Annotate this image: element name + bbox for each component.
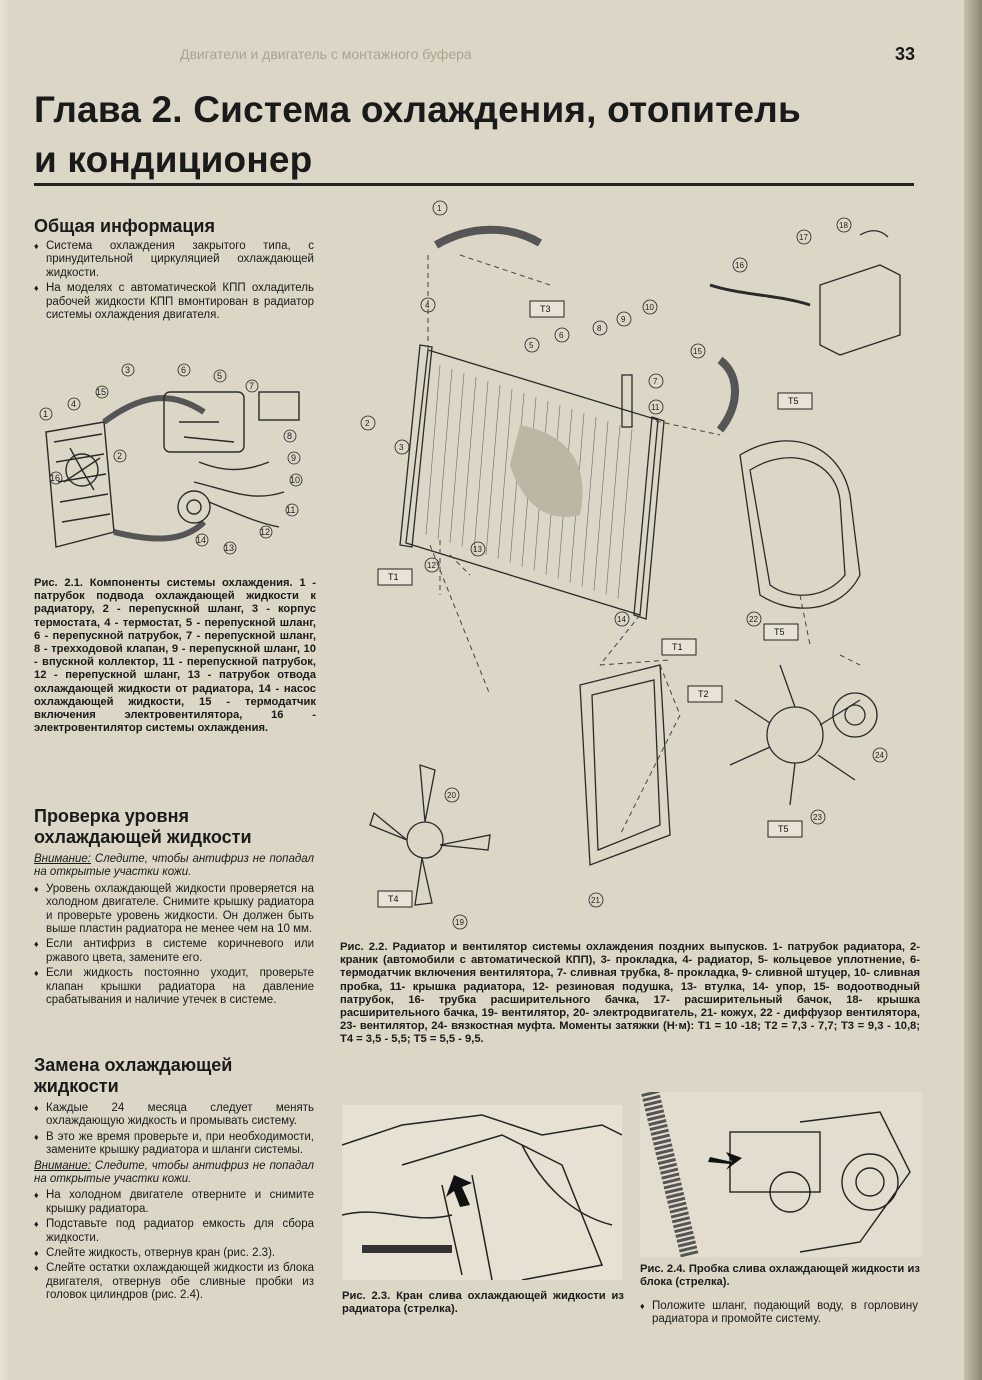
fig22-callout-22: 22 — [749, 615, 758, 624]
flush-bullet: Положите шланг, подающий воду, в горлови… — [640, 1300, 918, 1327]
chapter-title-line1: Глава 2. Система охлаждения, отопитель — [34, 89, 801, 130]
fig21-callout-13: 13 — [224, 543, 234, 553]
fig22-callout-23: 23 — [813, 813, 822, 822]
replace-bullet: Слейте остатки охлаждающей жидкости из б… — [34, 1262, 314, 1302]
replace-heading-line1: Замена охлаждающей — [34, 1055, 233, 1075]
check-bullet: Уровень охлаждающей жидкости проверяется… — [34, 883, 314, 937]
fig21-callout-9: 9 — [291, 453, 296, 463]
flush-instruction: Положите шланг, подающий воду, в горлови… — [640, 1300, 918, 1329]
torque-tag-T2: T2 — [698, 689, 709, 699]
fig21-callout-16: 16 — [50, 473, 60, 483]
fig22-callout-6: 6 — [559, 331, 564, 340]
torque-tag-T4: T4 — [388, 894, 399, 904]
replace-bullet: На холодном двигателе отверните и снимит… — [34, 1189, 314, 1216]
torque-tag-T3: T3 — [540, 304, 551, 314]
running-header: Двигатели и двигатель с монтажного буфер… — [180, 46, 472, 62]
replace-body: Каждые 24 месяца следует менять охлаждаю… — [34, 1102, 314, 1305]
warning-text: Следите, чтобы антифриз не попадал на от… — [34, 853, 314, 879]
figure-2-3-caption: Рис. 2.3. Кран слива охлаждающей жидкост… — [342, 1290, 624, 1316]
replace-bullet: В это же время проверьте и, при необходи… — [34, 1131, 314, 1158]
fig22-callout-17: 17 — [799, 233, 808, 242]
fig22-callout-3: 3 — [399, 443, 404, 452]
page-binding-shadow — [964, 0, 982, 1380]
replace-bullet: Каждые 24 месяца следует менять охлаждаю… — [34, 1102, 314, 1129]
fig22-callout-4: 4 — [425, 301, 430, 310]
page-left-edge — [0, 0, 10, 1380]
figure-2-4-caption: Рис. 2.4. Пробка слива охлаждающей жидко… — [640, 1263, 920, 1289]
fig22-callout-24: 24 — [875, 751, 884, 760]
figure-2-2-radiator-fan-exploded: T3 T1 T5 T1 T2 T5 T5 T4 1 2 3 4 5 6 7 8 … — [360, 200, 901, 930]
torque-tag-T1: T1 — [388, 572, 399, 582]
fig21-callout-15: 15 — [96, 387, 106, 397]
fig22-callout-21: 21 — [591, 896, 600, 905]
torque-tag-T5: T5 — [774, 627, 785, 637]
chapter-title-line2: и кондиционер — [34, 139, 313, 180]
torque-tag-T1: T1 — [672, 642, 683, 652]
fig21-callout-2: 2 — [117, 451, 122, 461]
check-body: Внимание: Следите, чтобы антифриз не поп… — [34, 853, 314, 1009]
general-bullet: На моделях с автоматической КПП охладите… — [34, 282, 314, 322]
general-heading: Общая информация — [34, 216, 215, 236]
general-bullet: Система охлаждения закрытого типа, с при… — [34, 240, 314, 280]
fig22-callout-18: 18 — [839, 221, 848, 230]
warning-text: Следите, чтобы антифриз не попадал на от… — [34, 1159, 314, 1186]
fig21-callout-8: 8 — [287, 431, 292, 441]
fig21-callout-11: 11 — [286, 505, 295, 515]
fig22-callout-19: 19 — [455, 918, 464, 927]
torque-tag-T5: T5 — [788, 396, 799, 406]
replace-heading-line2: жидкости — [34, 1076, 119, 1096]
fig22-callout-9: 9 — [621, 315, 626, 324]
fig22-callout-15: 15 — [693, 347, 702, 356]
check-warning: Внимание: Следите, чтобы антифриз не поп… — [34, 853, 314, 880]
fig22-callout-5: 5 — [529, 341, 534, 350]
fig22-callout-12: 12 — [427, 561, 436, 570]
replace-bullet: Подставьте под радиатор емкость для сбор… — [34, 1218, 314, 1245]
fig21-callout-7: 7 — [249, 381, 254, 391]
check-bullet: Если жидкость постоянно уходит, проверьт… — [34, 967, 314, 1007]
fig22-callout-20: 20 — [447, 791, 456, 800]
fig21-callout-1: 1 — [43, 409, 48, 419]
radiator-shape — [45, 421, 115, 548]
general-body: Система охлаждения закрытого типа, с при… — [34, 240, 314, 324]
figure-2-4-block-drain-photo — [640, 1092, 922, 1257]
check-bullet: Если антифриз в системе коричневого или … — [34, 938, 314, 965]
check-heading-line2: охлаждающей жидкости — [34, 827, 252, 847]
replace-warning: Внимание: Следите, чтобы антифриз не поп… — [34, 1160, 314, 1187]
fig21-callout-4: 4 — [71, 399, 76, 409]
fig21-callout-6: 6 — [181, 365, 186, 375]
fig22-callout-14: 14 — [617, 615, 626, 624]
fig22-callout-11: 11 — [651, 403, 660, 412]
figure-2-3-radiator-drain-photo — [342, 1105, 622, 1280]
figure-2-1-caption: Рис. 2.1. Компоненты системы охлаждения.… — [34, 577, 316, 735]
fig21-callout-10: 10 — [290, 475, 300, 485]
fig21-callout-5: 5 — [217, 371, 222, 381]
warning-label: Внимание: — [34, 853, 91, 865]
fig21-callout-12: 12 — [260, 527, 270, 537]
replace-bullet: Слейте жидкость, отвернув кран (рис. 2.3… — [34, 1247, 314, 1261]
torque-tag-T5: T5 — [778, 824, 789, 834]
check-heading-line1: Проверка уровня — [34, 806, 189, 826]
fig22-callout-1: 1 — [437, 204, 442, 213]
figure-2-1-cooling-components: 1 4 3 6 5 7 8 9 10 11 12 13 14 2 16 15 — [39, 363, 303, 555]
drain-arrow — [446, 1175, 472, 1207]
fig22-callout-10: 10 — [645, 303, 654, 312]
drain-plug-arrow — [708, 1152, 742, 1170]
page-number: 33 — [895, 44, 916, 64]
figure-2-2-caption: Рис. 2.2. Радиатор и вентилятор системы … — [340, 941, 920, 1046]
fig22-callout-7: 7 — [653, 377, 658, 386]
fan-hub — [65, 453, 99, 487]
fig22-callout-8: 8 — [597, 324, 602, 333]
warning-label: Внимание: — [34, 1159, 91, 1172]
fig22-callout-2: 2 — [365, 419, 370, 428]
fig21-callout-3: 3 — [125, 365, 130, 375]
title-rule — [34, 183, 914, 186]
fig21-callout-14: 14 — [196, 535, 206, 545]
fig22-callout-16: 16 — [735, 261, 744, 270]
fig22-callout-13: 13 — [473, 545, 482, 554]
